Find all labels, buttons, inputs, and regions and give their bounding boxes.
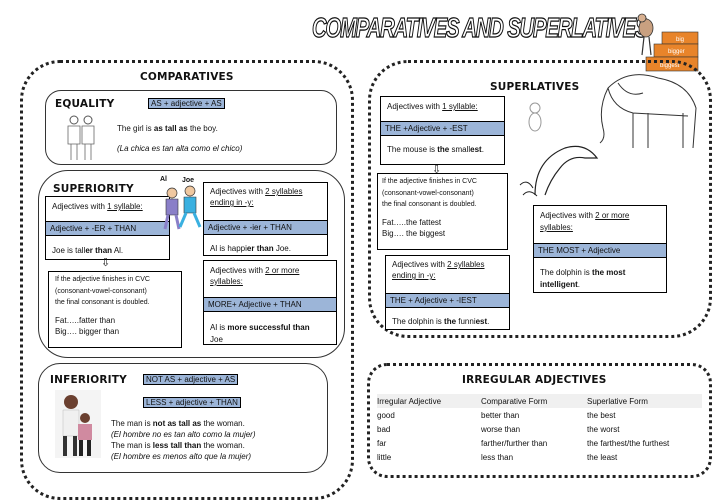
irregular-table: Irregular Adjective Comparative Form Sup…: [377, 394, 702, 464]
comp-two-syllables-y-formula: Adjective + -ier + THAN: [203, 220, 328, 235]
comp-one-syllable-box: Adjectives with 1 syllable: Adjective + …: [45, 196, 170, 260]
comp-cvc-box: If the adjective finishes in CVC (conson…: [48, 271, 182, 348]
sup-two-syllables-y-example: The dolphin is the funniest.: [392, 317, 490, 326]
sup-cvc-box: If the adjective finishes in CVC (conson…: [377, 173, 508, 250]
inferiority-panel: [38, 363, 328, 473]
mouse-illustration: [528, 102, 542, 132]
comp-two-or-more-example: Al is more successful than: [210, 323, 310, 332]
superlatives-section: [368, 60, 712, 338]
sup-one-syllable-example: The mouse is the smallest.: [387, 145, 484, 154]
down-arrow-icon: ⇩: [432, 164, 442, 176]
table-header-row: Irregular Adjective Comparative Form Sup…: [377, 394, 702, 408]
inferiority-label: INFERIORITY: [50, 374, 127, 386]
equality-example: The girl is as tall as the boy.: [117, 124, 218, 133]
elephant-illustration: [599, 74, 697, 149]
sup-two-or-more-box: Adjectives with 2 or more syllables: THE…: [533, 205, 667, 293]
sup-one-syllable-formula: THE +Adjective + -EST: [380, 121, 505, 136]
comp-two-or-more-box: Adjectives with 2 or more syllables: MOR…: [203, 260, 337, 345]
irregular-heading: IRREGULAR ADJECTIVES: [462, 374, 607, 386]
inferiority-formula-not-as: NOT AS + adjective + AS: [143, 374, 239, 385]
down-arrow-icon: ⇩: [101, 257, 111, 269]
sup-one-syllable-box: Adjectives with 1 syllable: THE +Adjecti…: [380, 96, 505, 165]
step-big: big: [676, 37, 684, 43]
sup-two-or-more-formula: THE MOST + Adjective: [533, 243, 667, 258]
superiority-panel: [38, 170, 345, 358]
comparatives-heading: COMPARATIVES: [140, 71, 234, 83]
dolphin-illustration: [519, 145, 599, 197]
page-title: COMPARATIVES AND SUPERLATIVES: [312, 11, 649, 43]
superiority-label: SUPERIORITY: [53, 183, 134, 195]
inferiority-example-2: The man is less tall than the woman.: [111, 441, 245, 450]
equality-panel: [45, 90, 337, 165]
sup-two-or-more-example: The dolphin is the most: [540, 268, 626, 277]
sup-two-syllables-y-box: Adjectives with 2 syllables ending in -y…: [385, 255, 510, 330]
inferiority-translation-2: (El hombre es menos alto que la mujer): [111, 452, 252, 461]
sup-two-syllables-y-formula: THE + Adjective + -IEST: [385, 293, 510, 308]
man-and-woman-photo: [55, 390, 101, 458]
equality-formula: AS + adjective + AS: [148, 98, 225, 109]
inferiority-example-1: The man is not as tall as the woman.: [111, 419, 245, 428]
step-biggest: biggest: [660, 63, 680, 69]
al-and-joe-cartoon: [163, 185, 202, 230]
comp-one-syllable-example: Joe is taller than Al.: [52, 246, 124, 255]
comp-one-syllable-formula: Adjective + -ER + THAN: [45, 221, 170, 236]
equality-label: EQUALITY: [55, 98, 115, 110]
name-joe: Joe: [182, 177, 195, 184]
girl-and-boy-illustration: [67, 115, 95, 160]
irregular-section: [367, 363, 712, 478]
step-bigger: bigger: [668, 49, 685, 55]
comp-two-syllables-y-example: Al is happier than Joe.: [210, 244, 291, 253]
name-al: Al: [160, 176, 167, 183]
superlatives-heading: SUPERLATIVES: [490, 81, 580, 93]
inferiority-translation-1: (El hombre no es tan alto como la mujer): [111, 430, 256, 439]
inferiority-formula-less: LESS + adjective + THAN: [143, 397, 241, 408]
comp-two-or-more-formula: MORE+ Adjective + THAN: [204, 297, 336, 312]
equality-translation: (La chica es tan alta como el chico): [117, 144, 243, 153]
comp-two-syllables-y-box: Adjectives with 2 syllables ending in -y…: [203, 182, 328, 256]
